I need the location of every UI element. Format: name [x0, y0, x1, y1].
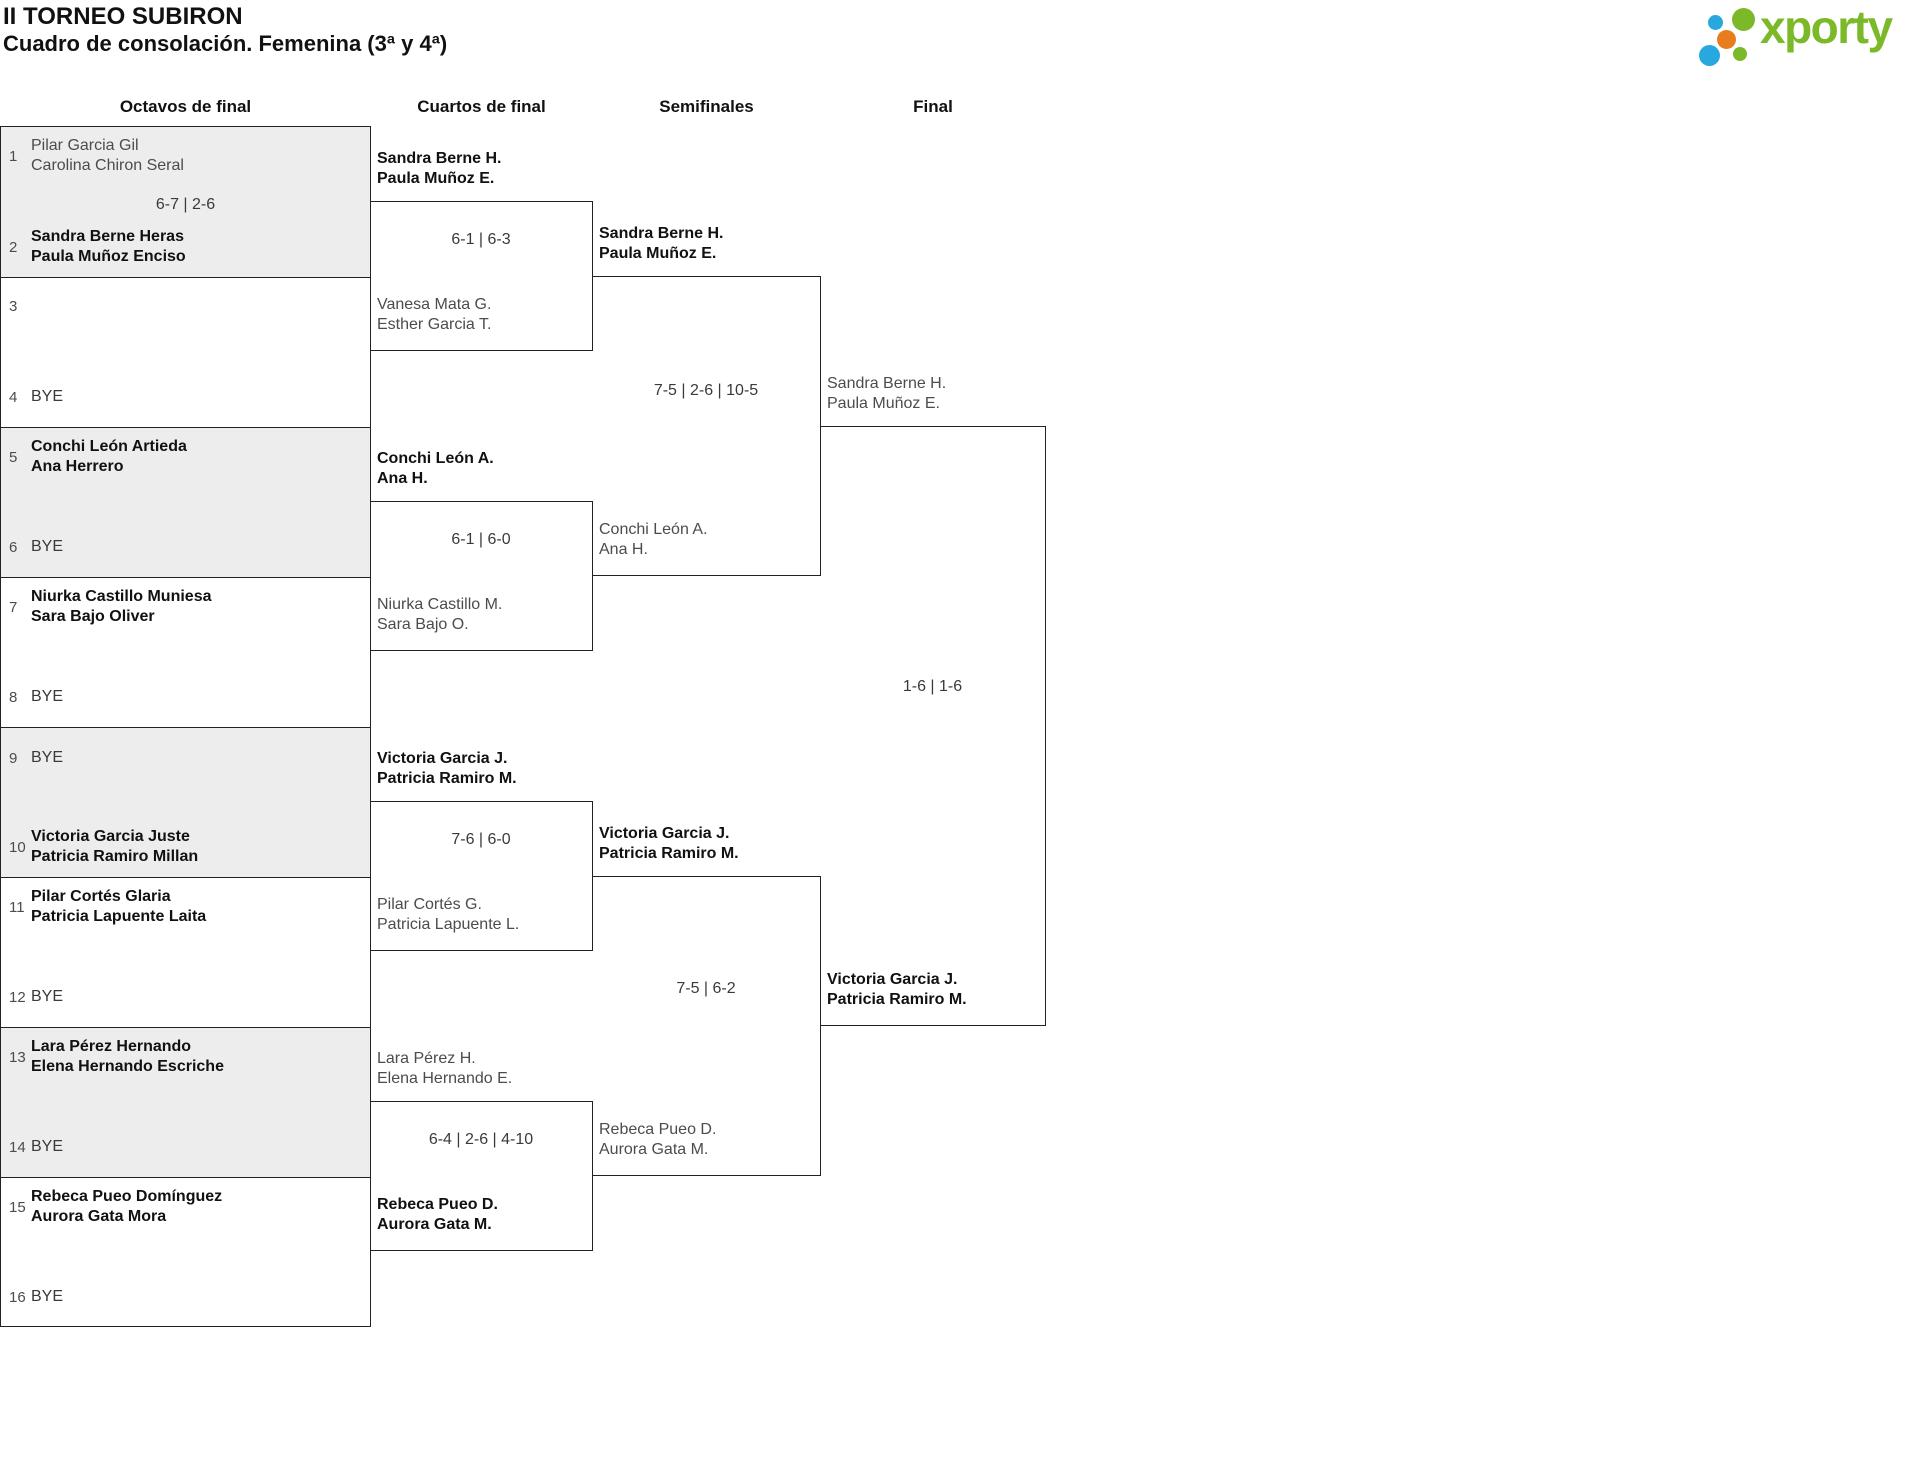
round-header-final: Final	[913, 97, 953, 116]
team-entry: Vanesa Mata G.Esther Garcia T.	[377, 296, 492, 333]
team-entry: 12 BYE	[9, 988, 64, 1006]
xporty-logo[interactable]: xporty	[1688, 1, 1898, 68]
team-entry: Pilar Cortés G.Patricia Lapuente L.	[377, 896, 520, 933]
sf-match-2: Victoria Garcia J.Patricia Ramiro M. 7-5…	[592, 825, 821, 1176]
sf-match-1: Sandra Berne H.Paula Muñoz E. 7-5 | 2-6 …	[592, 225, 821, 576]
team-entry: Conchi León A.Ana H.	[599, 521, 708, 558]
round-header-octavos: Octavos de final	[119, 97, 252, 116]
team-entry: 8 BYE	[9, 688, 64, 706]
team-entry: 14 BYE	[9, 1138, 64, 1156]
logo-dot-green-small	[1733, 47, 1747, 61]
seed-number: 1	[9, 147, 18, 165]
seed-number: 7	[9, 598, 18, 616]
match-score: 6-4 | 2-6 | 4-10	[428, 1131, 534, 1148]
team-entry: Victoria Garcia J.Patricia Ramiro M.	[377, 750, 517, 787]
seed-number: 3	[9, 298, 18, 315]
seed-number: 4	[9, 388, 18, 406]
qf-match-2: Conchi León A.Ana H. 6-1 | 6-0 Niurka Ca…	[370, 450, 593, 651]
logo-dot-green-large	[1732, 8, 1755, 31]
team-entry: Conchi León A.Ana H.	[377, 450, 494, 487]
match-score: 6-1 | 6-0	[451, 531, 511, 548]
round-header-semifinales: Semifinales	[659, 97, 754, 116]
team-entry: Victoria Garcia J.Patricia Ramiro M.	[827, 971, 967, 1008]
team-entry: 16 BYE	[9, 1288, 64, 1306]
tournament-title: II TORNEO SUBIRON	[3, 3, 243, 30]
qf-match-4: Lara Pérez H.Elena Hernando E. 6-4 | 2-6…	[370, 1050, 593, 1251]
team-entry: Victoria Garcia J.Patricia Ramiro M.	[599, 825, 739, 862]
round-header-cuartos: Cuartos de final	[417, 97, 546, 116]
match-score: 6-1 | 6-3	[451, 231, 511, 248]
seed-number: 10	[9, 838, 26, 856]
seed-number: 16	[9, 1288, 26, 1306]
seed-number: 15	[9, 1198, 26, 1216]
logo-dot-blue-small	[1708, 15, 1723, 30]
r16-match-2: 3 4 BYE	[1, 277, 370, 427]
team-entry: Lara Pérez H.Elena Hernando E.	[377, 1050, 513, 1087]
team-entry: Rebeca Pueo D.Aurora Gata M.	[599, 1121, 717, 1158]
logo-dot-orange	[1717, 30, 1736, 49]
team-entry: 4 BYE	[9, 388, 64, 406]
seed-number: 13	[9, 1048, 26, 1066]
bracket-subtitle: Cuadro de consolación. Femenina (3ª y 4ª…	[3, 31, 448, 56]
seed-number: 8	[9, 688, 18, 706]
match-score: 6-7 | 2-6	[155, 196, 216, 213]
seed-number: 12	[9, 988, 26, 1006]
final-match: Sandra Berne H.Paula Muñoz E. 1-6 | 1-6 …	[820, 375, 1046, 1026]
team-entry: Sandra Berne H.Paula Muñoz E.	[599, 225, 724, 262]
seed-number: 14	[9, 1138, 26, 1156]
qf-match-1: Sandra Berne H.Paula Muñoz E. 6-1 | 6-3 …	[370, 150, 593, 351]
team-entry: 3	[9, 298, 31, 315]
team-entry: Niurka Castillo M.Sara Bajo O.	[377, 596, 503, 633]
logo-wordmark: xporty	[1760, 1, 1893, 53]
seed-number: 2	[9, 238, 18, 256]
seed-number: 9	[9, 749, 18, 767]
seed-number: 11	[9, 898, 25, 916]
team-entry: Sandra Berne H.Paula Muñoz E.	[377, 150, 502, 187]
team-entry: Sandra Berne H.Paula Muñoz E.	[827, 375, 947, 412]
match-score: 7-5 | 6-2	[676, 980, 736, 997]
seed-number: 6	[9, 538, 18, 556]
qf-match-3: Victoria Garcia J.Patricia Ramiro M. 7-6…	[370, 750, 593, 951]
team-entry: Rebeca Pueo D.Aurora Gata M.	[377, 1196, 498, 1233]
team-entry: 9 BYE	[9, 749, 64, 767]
seed-number: 5	[9, 448, 18, 466]
match-score: 7-5 | 2-6 | 10-5	[653, 382, 759, 399]
team-entry: 6 BYE	[9, 538, 64, 556]
match-score: 7-6 | 6-0	[451, 831, 511, 848]
logo-dot-blue-large	[1699, 45, 1720, 66]
match-score: 1-6 | 1-6	[902, 678, 963, 695]
